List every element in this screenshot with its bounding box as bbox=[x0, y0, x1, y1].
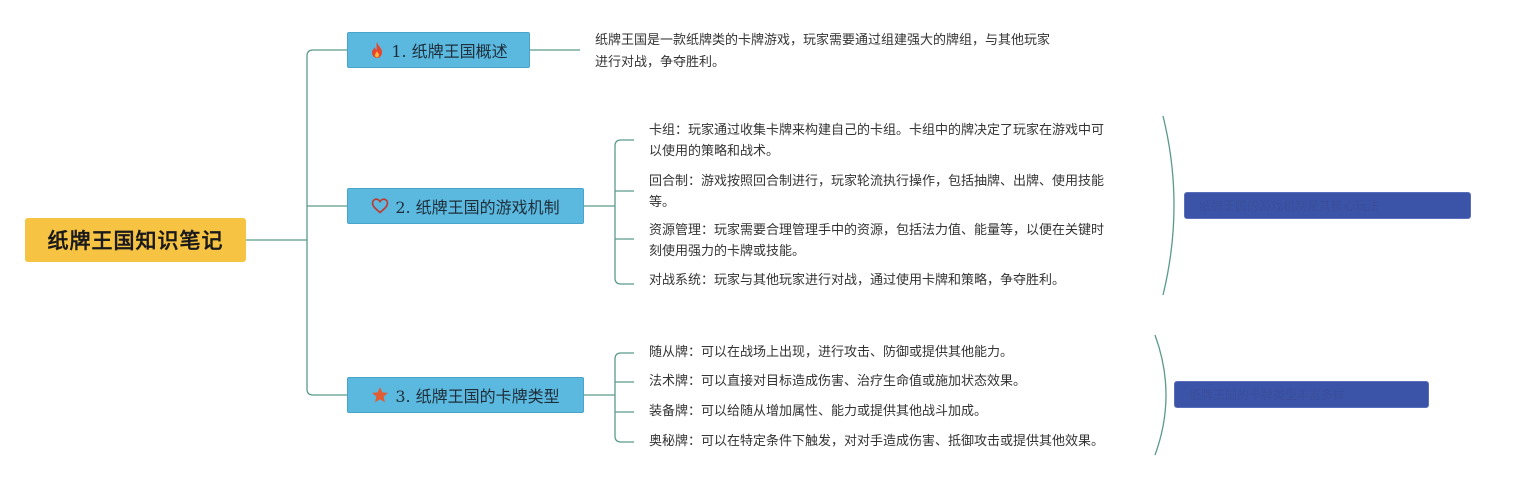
branch-label: 1. 纸牌王国概述 bbox=[391, 42, 508, 61]
branch-label: 3. 纸牌王国的卡牌类型 bbox=[395, 387, 560, 406]
leaf-line: 回合制：游戏按照回合制进行，玩家轮流执行操作，包括抽牌、出牌、使用技能 bbox=[649, 174, 1105, 189]
leaf-line: 刻使用强力的卡牌或技能。 bbox=[649, 244, 806, 259]
leaf-battle[interactable]: 对战系统：玩家与其他玩家进行对战，通过使用卡牌和策略，争夺胜利。 bbox=[649, 270, 1149, 291]
overview-line: 进行对战，争夺胜利。 bbox=[595, 55, 726, 70]
summary-text: 纸牌王国的游戏机制是其核心玩法 bbox=[1199, 199, 1380, 213]
leaf-weapon-card[interactable]: 装备牌：可以给随从增加属性、能力或提供其他战斗加成。 bbox=[649, 401, 1149, 422]
leaf-line: 等。 bbox=[649, 195, 676, 210]
heart-icon bbox=[371, 198, 389, 214]
leaf-line: 装备牌：可以给随从增加属性、能力或提供其他战斗加成。 bbox=[649, 404, 988, 419]
leaf-line: 奥秘牌：可以在特定条件下触发，对对手造成伤害、抵御攻击或提供其他效果。 bbox=[649, 434, 1105, 449]
leaf-secret-card[interactable]: 奥秘牌：可以在特定条件下触发，对对手造成伤害、抵御攻击或提供其他效果。 bbox=[649, 431, 1149, 452]
leaf-line: 随从牌：可以在战场上出现，进行攻击、防御或提供其他能力。 bbox=[649, 345, 1014, 360]
leaf-minion-card[interactable]: 随从牌：可以在战场上出现，进行攻击、防御或提供其他能力。 bbox=[649, 342, 1149, 363]
star-icon bbox=[371, 386, 389, 404]
leaf-line: 法术牌：可以直接对目标造成伤害、治疗生命值或施加状态效果。 bbox=[649, 374, 1027, 389]
summary-text: 纸牌王国的卡牌类型丰富多样 bbox=[1189, 388, 1346, 402]
summary-card-types[interactable]: 纸牌王国的卡牌类型丰富多样 bbox=[1174, 381, 1429, 408]
leaf-deck[interactable]: 卡组：玩家通过收集卡牌来构建自己的卡组。卡组中的牌决定了玩家在游戏中可 以使用的… bbox=[649, 120, 1149, 162]
leaf-line: 以使用的策略和战术。 bbox=[649, 144, 780, 159]
branch-mechanics[interactable]: 2. 纸牌王国的游戏机制 bbox=[347, 188, 584, 224]
summary-mechanics[interactable]: 纸牌王国的游戏机制是其核心玩法 bbox=[1184, 192, 1471, 219]
leaf-turn-based[interactable]: 回合制：游戏按照回合制进行，玩家轮流执行操作，包括抽牌、出牌、使用技能 等。 bbox=[649, 171, 1149, 213]
root-topic[interactable]: 纸牌王国知识笔记 bbox=[25, 218, 246, 262]
overview-text[interactable]: 纸牌王国是一款纸牌类的卡牌游戏，玩家需要通过组建强大的牌组，与其他玩家 进行对战… bbox=[595, 30, 1050, 74]
overview-line: 纸牌王国是一款纸牌类的卡牌游戏，玩家需要通过组建强大的牌组，与其他玩家 bbox=[595, 33, 1051, 48]
fire-icon bbox=[369, 41, 385, 59]
leaf-line: 卡组：玩家通过收集卡牌来构建自己的卡组。卡组中的牌决定了玩家在游戏中可 bbox=[649, 123, 1105, 138]
branch-card-types[interactable]: 3. 纸牌王国的卡牌类型 bbox=[347, 377, 584, 413]
leaf-spell-card[interactable]: 法术牌：可以直接对目标造成伤害、治疗生命值或施加状态效果。 bbox=[649, 371, 1149, 392]
leaf-line: 对战系统：玩家与其他玩家进行对战，通过使用卡牌和策略，争夺胜利。 bbox=[649, 273, 1066, 288]
leaf-line: 资源管理：玩家需要合理管理手中的资源，包括法力值、能量等，以便在关键时 bbox=[649, 223, 1105, 238]
branch-overview[interactable]: 1. 纸牌王国概述 bbox=[347, 32, 530, 68]
leaf-resource[interactable]: 资源管理：玩家需要合理管理手中的资源，包括法力值、能量等，以便在关键时 刻使用强… bbox=[649, 220, 1149, 262]
root-title: 纸牌王国知识笔记 bbox=[47, 229, 224, 253]
branch-label: 2. 纸牌王国的游戏机制 bbox=[395, 198, 560, 217]
